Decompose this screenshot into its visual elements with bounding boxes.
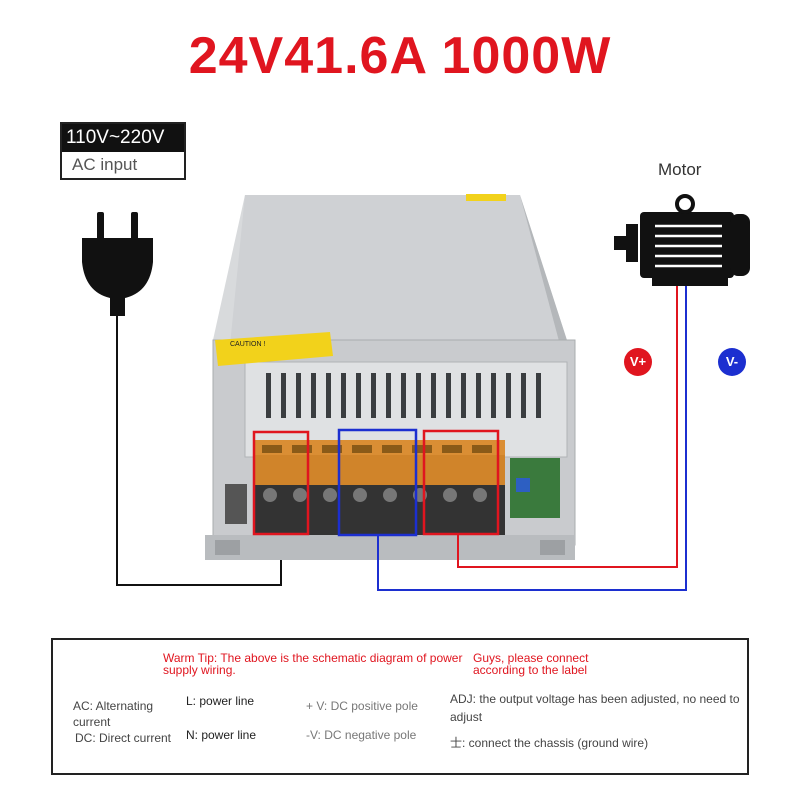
adj-definition: ADJ: the output voltage has been adjuste… [450,692,740,724]
ac-voltage-label: 110V~220V [62,124,184,152]
l-definition: L: power line [186,694,255,708]
ac-definition: AC: Alternating current [73,699,154,729]
power-supply-unit: CAUTION ! [205,194,576,560]
info-panel: Warm Tip: The above is the schematic dia… [51,638,749,775]
n-definition: N: power line [186,728,257,742]
dc-definition: DC: Direct current [75,731,172,745]
vplus-definition: + V: DC positive pole [306,699,418,713]
vent-slots [266,373,541,418]
page-title: 24V41.6A 1000W [188,27,612,85]
v-plus-badge: V+ [624,348,652,376]
ac-input-box: 110V~220V AC input [60,122,186,180]
warm-tip-text: Warm Tip: The above is the schematic dia… [163,651,463,677]
ground-screw [225,484,247,524]
ac-input-label: AC input [72,155,138,174]
caution-text: CAUTION ! [230,341,265,348]
caution-label [215,332,333,366]
connect-tip-text: Guys, please connect according to the la… [473,651,589,677]
v-minus-badge: V- [718,348,746,376]
ac-terminal-frame [252,430,310,536]
positive-terminal-frame [422,429,500,536]
power-plug-icon [82,212,153,316]
wiring-diagram: CAUTION ! [82,194,750,591]
motor-label: Motor [658,160,702,179]
ac-wire [116,316,282,586]
negative-wire [377,286,687,591]
positive-wire [457,286,678,568]
ground-definition: 士: connect the chassis (ground wire) [450,736,649,750]
vminus-definition: -V: DC negative pole [306,728,417,742]
motor-icon [614,194,750,286]
